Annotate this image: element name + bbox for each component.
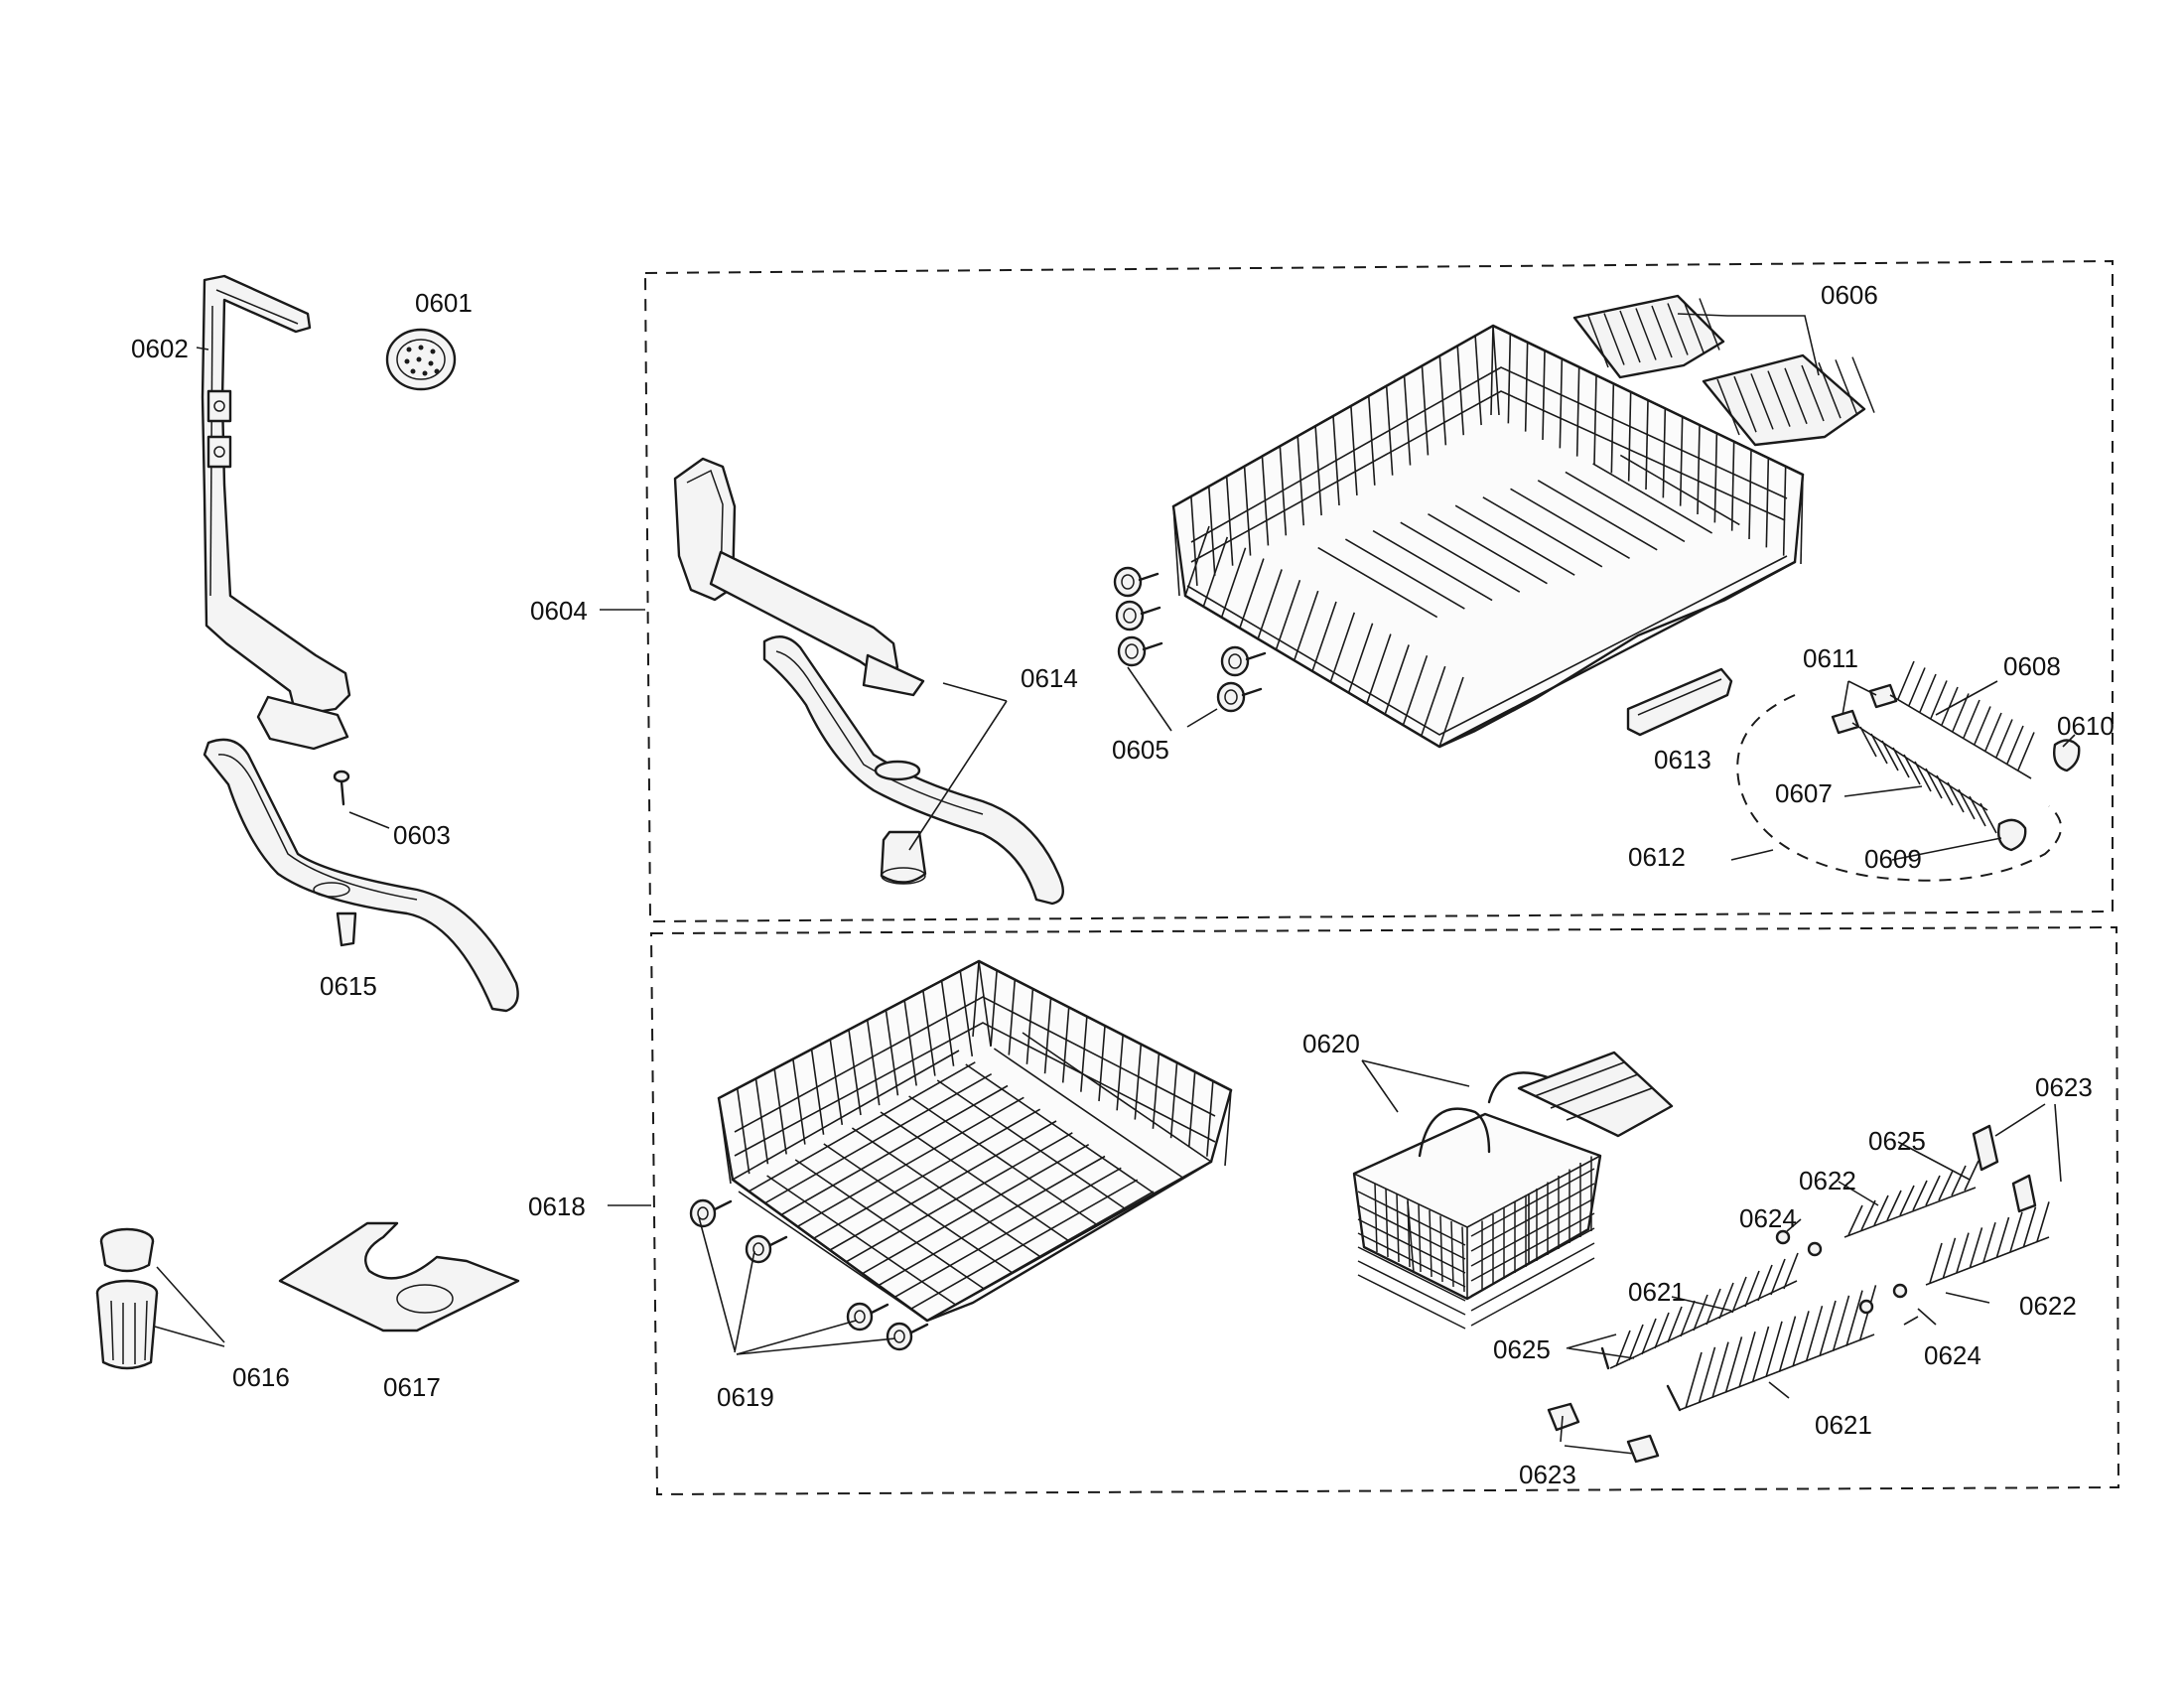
callout-0607: 0607 [1775,778,1833,808]
part-0606-cup-shelves [1572,294,1875,447]
part-0603-screw [333,770,350,806]
callout-0617: 0617 [383,1372,441,1402]
callout-0615: 0615 [320,971,377,1001]
callout-0609: 0609 [1864,844,1922,874]
callout-0618: 0618 [528,1192,586,1221]
callout-0606: 0606 [1821,280,1878,310]
callout-0611: 0611 [1803,643,1858,673]
part-0618-lower-rack [717,959,1233,1323]
callout-0613: 0613 [1654,745,1711,774]
part-0612-rack-adjuster-group [1736,660,2081,882]
callout-0622-left: 0622 [1799,1166,1856,1195]
callout-0622-right: 0622 [2019,1291,2077,1321]
part-0621-0622-folding-tines [1609,1160,2050,1411]
upper-rack-assembly-frame [643,259,2114,923]
part-0617-filter-plate [278,1221,520,1333]
part-0604-upper-supply [673,457,925,697]
callout-0608: 0608 [2003,651,2061,681]
callout-0619: 0619 [717,1382,774,1412]
callout-0601: 0601 [415,288,473,318]
callout-0605: 0605 [1112,735,1169,765]
part-0619-wheels [689,1198,929,1351]
callout-0624-upper: 0624 [1739,1203,1797,1233]
part-0616-filter [95,1227,159,1370]
callout-0620: 0620 [1302,1029,1360,1058]
part-0601-cap [385,328,457,391]
callout-0623-lower: 0623 [1519,1460,1576,1489]
part-0615-lower-spray-arm [203,738,519,1013]
callout-0604: 0604 [530,596,588,626]
lower-rack-assembly-frame [649,925,2120,1496]
callout-0625-upper: 0625 [1868,1126,1926,1156]
part-0614-upper-spray-arm [762,635,1064,906]
callout-0623-upper: 0623 [2035,1072,2093,1102]
callout-0625-lower: 0625 [1493,1334,1551,1364]
part-0605-wheels [1113,566,1267,713]
callout-0614: 0614 [1021,663,1078,693]
callout-0603: 0603 [393,820,451,850]
callout-0612: 0612 [1628,842,1686,872]
part-0623-0624-0625-clips [1547,1124,2037,1464]
leader-lines [154,313,2076,1455]
part-0613-handle [1626,667,1733,737]
callout-0621-lower: 0621 [1815,1410,1872,1440]
callout-0602: 0602 [131,334,189,363]
callout-0616: 0616 [232,1362,290,1392]
part-upper-rack-basket [1171,324,1805,749]
callout-0610: 0610 [2057,711,2115,741]
callout-0621-upper: 0621 [1628,1277,1686,1307]
part-0620-cutlery-basket [1352,1051,1674,1330]
callout-0624-lower: 0624 [1924,1340,1981,1370]
part-0602-supply-tube [201,274,351,751]
